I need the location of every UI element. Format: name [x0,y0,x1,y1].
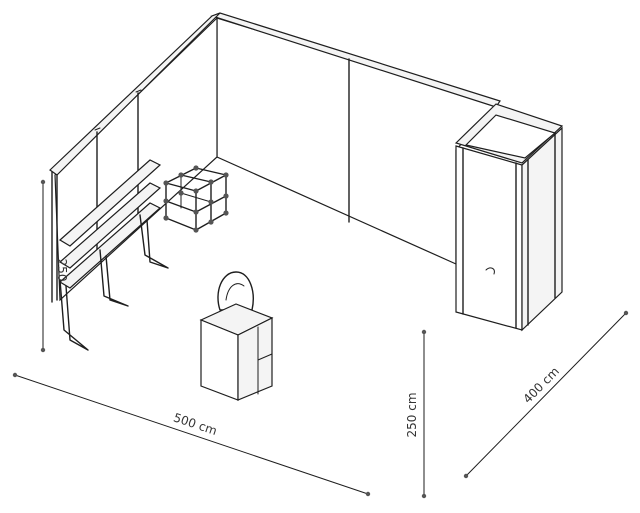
shelf-stand-front [59,279,89,351]
left-wall-top-rail [49,12,221,176]
height-dimension [421,329,427,499]
shelf-stand-back [139,214,169,269]
width-dimension [12,372,371,497]
counter-and-chair [199,271,274,401]
width-label: 500 cm [172,410,219,438]
cube-rack [163,165,229,233]
storage-cabin [454,103,564,332]
shelf-top [58,159,162,247]
cabin-top-inner [464,114,557,159]
back-wall-panel [216,17,498,265]
counter-side [237,317,273,401]
side-height-label: 250 [55,259,69,282]
cabin-front [455,145,523,331]
left-wall [49,12,221,303]
wall-shelves [58,159,169,351]
height-label: 250 cm [405,392,419,437]
chair-back [217,271,254,311]
cabin-side [521,126,563,332]
shelf-stand-middle [99,249,129,307]
cabin-door-handle [485,267,495,275]
side-height-dimension [40,179,46,353]
shelf-middle [58,182,162,269]
depth-dimension [463,310,629,479]
